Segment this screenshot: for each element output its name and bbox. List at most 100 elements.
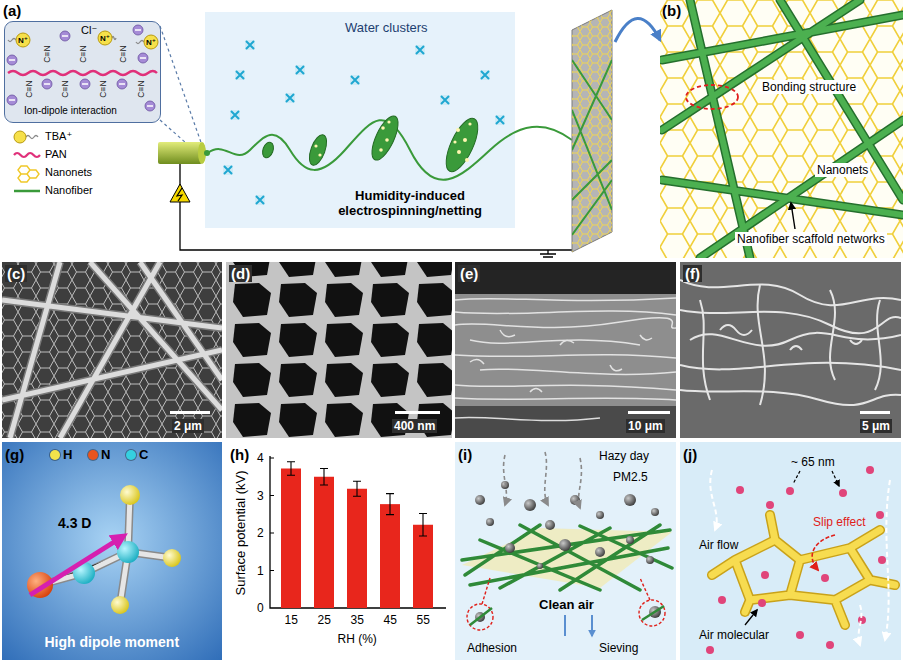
legend-item: Nanofiber <box>45 184 93 196</box>
legend-swatch <box>126 450 136 460</box>
process-title: Humidity-induced electrospinning/netting <box>310 188 510 218</box>
electrospinning-scene <box>5 22 160 122</box>
molecule-model <box>2 442 222 660</box>
nitrile-label: C≡N <box>136 80 146 97</box>
part-label: Clean air <box>538 597 595 612</box>
air-molecule <box>706 646 714 654</box>
jet-droplet <box>440 114 484 176</box>
nitrile-label: C≡N <box>24 80 34 97</box>
panel: (i)Hazy dayPM2.5Clean airAdhesionSieving <box>455 442 676 660</box>
part-label: Bonding structure <box>760 80 858 94</box>
nanofiber <box>662 0 903 258</box>
panel-label: (j) <box>683 446 697 463</box>
axis-tick: 25 <box>318 613 331 627</box>
scene-label: Water clusters <box>345 20 428 35</box>
scale-bar <box>860 411 890 414</box>
sem-image <box>680 363 901 370</box>
molecule-model <box>120 485 140 505</box>
fiber-outline <box>662 0 903 258</box>
molecule-model <box>117 541 139 563</box>
water-cluster <box>440 95 450 105</box>
filtration-scene <box>455 442 676 660</box>
legend-sample <box>14 153 40 157</box>
legend-sample <box>18 166 39 182</box>
scale-bar-label: 400 nm <box>392 419 437 433</box>
inset-caption: Ion-dipole interaction <box>24 105 117 116</box>
air-molecule <box>796 631 804 639</box>
sem-image <box>226 262 452 438</box>
water-cluster <box>223 40 505 205</box>
legend-item: TBA⁺ <box>45 130 72 143</box>
sem-image <box>680 262 901 438</box>
legend-label: PAN <box>45 148 67 160</box>
sem-image <box>790 346 802 350</box>
collector <box>572 10 612 252</box>
air-molecule <box>876 511 884 519</box>
water-cluster <box>245 40 255 50</box>
nanonet-seed <box>468 122 471 125</box>
panel-label: (d) <box>229 265 252 282</box>
part-label: Air flow <box>698 538 739 552</box>
legend-sample <box>14 131 26 143</box>
chloride-ion <box>7 25 155 111</box>
water-cluster <box>285 93 295 103</box>
axis-tick: 3 <box>257 489 264 503</box>
panel: (b)Bonding structureNanonetsNanofiber sc… <box>660 0 903 258</box>
bar <box>380 504 400 608</box>
sem-image <box>680 310 901 333</box>
water-cluster <box>230 110 240 120</box>
scale-bar <box>628 411 670 414</box>
ion-dipole-inset: Cl⁻N⁺C≡NN⁺C≡NC≡NN⁺C≡NC≡NC≡NC≡NIon-dipole… <box>5 22 160 122</box>
leader-arrow <box>791 203 795 229</box>
panel: (g)4.3 DHigh dipole moment <box>2 442 222 660</box>
nanonet-seed <box>387 120 390 123</box>
axis-title: Surface potential (kV) <box>233 470 248 595</box>
axis-tick: 1 <box>257 564 264 578</box>
dipole-arrow <box>30 537 122 595</box>
nanonet-seed <box>314 120 471 162</box>
axis-tick: 15 <box>285 613 298 627</box>
legend-label: Nanofiber <box>45 184 93 196</box>
sem-image <box>758 285 765 405</box>
legend-sample <box>14 131 40 191</box>
slip-scene <box>885 480 890 640</box>
particle <box>537 563 543 569</box>
molecule-model <box>2 442 222 660</box>
molecule-model <box>163 549 181 567</box>
minus-sign <box>9 30 153 106</box>
air-molecule <box>736 486 744 494</box>
nitrile-label: C≡N <box>118 45 128 62</box>
part-label: Sieving <box>598 641 639 655</box>
water-cluster <box>415 45 425 55</box>
legend-sample <box>14 190 40 193</box>
axis-tick: 35 <box>351 613 364 627</box>
scale-bar <box>170 411 210 414</box>
nanonet-seed <box>385 138 389 142</box>
legend-label: N <box>101 447 110 462</box>
tba-tail <box>136 41 144 44</box>
sem-image <box>455 294 676 406</box>
electrospinning-scene <box>8 71 157 75</box>
bar <box>347 489 367 608</box>
sem-image <box>700 300 710 400</box>
water-cluster <box>295 65 305 75</box>
bond-highlight <box>686 85 738 109</box>
sem-image <box>2 262 222 438</box>
nanonet-scheme <box>660 0 903 258</box>
nanonet-seed <box>314 144 317 147</box>
slip-arrow <box>812 535 835 570</box>
legend-label: TBA⁺ <box>45 130 72 143</box>
sem-image <box>720 325 752 335</box>
sem-image <box>455 385 676 390</box>
collector <box>572 60 612 235</box>
particle <box>651 508 659 516</box>
slip-scene <box>680 442 901 660</box>
cation-label: N⁺ <box>100 34 110 43</box>
slip-scene <box>859 605 862 645</box>
legend-item: Nanonets <box>45 166 92 178</box>
nanonet-seed <box>457 150 461 154</box>
particle <box>475 481 661 622</box>
effect-label: Slip effect <box>812 515 866 529</box>
nanonet-seed <box>463 138 467 142</box>
